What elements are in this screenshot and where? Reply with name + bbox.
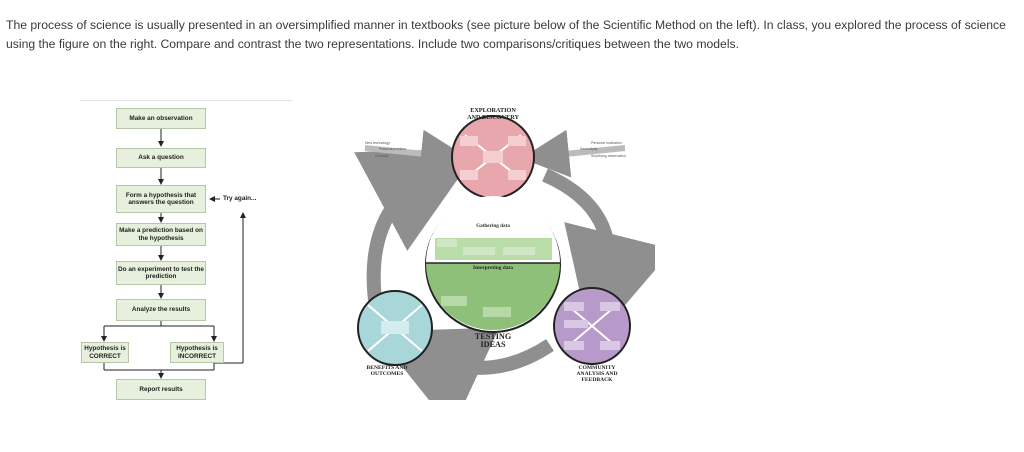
exploration-title-line1: EXPLORATION bbox=[470, 107, 516, 114]
step-report-results: Report results bbox=[116, 379, 206, 400]
exploration-discovery-label: EXPLORATION AND DISCOVERY bbox=[458, 107, 528, 121]
community-title-line1: COMMUNITY bbox=[578, 365, 616, 371]
try-again-label: Try again... bbox=[223, 195, 257, 202]
step-do-experiment: Do an experiment to test the prediction bbox=[116, 261, 206, 285]
interpreting-data-label: Interpreting data bbox=[473, 265, 513, 271]
benefits-title-line2: OUTCOMES bbox=[370, 370, 404, 377]
svg-text:New technology: New technology bbox=[365, 141, 390, 145]
community-title-line2: ANALYSIS AND bbox=[576, 370, 618, 377]
svg-text:Serendipity: Serendipity bbox=[580, 147, 598, 151]
science-process-cycle: New technology Practical problem Curiosi… bbox=[335, 100, 655, 400]
gathering-data-label: Gathering data bbox=[476, 223, 510, 229]
step-make-observation: Make an observation bbox=[116, 108, 206, 129]
step-make-prediction: Make a prediction based on the hypothesi… bbox=[116, 223, 206, 246]
outcome-hypothesis-incorrect: Hypothesis is INCORRECT bbox=[170, 342, 224, 363]
divider-line bbox=[80, 100, 292, 101]
step-ask-question: Ask a question bbox=[116, 148, 206, 168]
step-form-hypothesis: Form a hypothesis that answers the quest… bbox=[116, 185, 206, 213]
outcome-hypothesis-correct: Hypothesis is CORRECT bbox=[81, 342, 129, 363]
svg-text:Practical problem: Practical problem bbox=[379, 147, 406, 151]
svg-text:Surprising observation: Surprising observation bbox=[591, 154, 626, 158]
svg-text:Personal motivation: Personal motivation bbox=[591, 141, 622, 145]
svg-text:Curiosity: Curiosity bbox=[375, 154, 389, 158]
scientific-method-flowchart: Make an observation Ask a question Form … bbox=[80, 100, 292, 410]
testing-title-line1: TESTING bbox=[474, 332, 512, 341]
testing-ideas-label: TESTING IDEAS bbox=[458, 332, 528, 349]
benefits-title-line1: BENEFITS AND bbox=[366, 365, 408, 371]
step-analyze-results: Analyze the results bbox=[116, 299, 206, 321]
assignment-prompt: The process of science is usually presen… bbox=[6, 18, 1006, 51]
flowchart-arrows bbox=[101, 129, 246, 379]
exploration-title-line2: AND DISCOVERY bbox=[467, 113, 519, 121]
community-title-line3: FEEDBACK bbox=[581, 376, 613, 383]
community-analysis-label: COMMUNITY ANALYSIS AND FEEDBACK bbox=[567, 365, 627, 383]
cycle-artwork: New technology Practical problem Curiosi… bbox=[354, 115, 655, 400]
benefits-outcomes-label: BENEFITS AND OUTCOMES bbox=[355, 365, 419, 378]
testing-title-line2: IDEAS bbox=[480, 340, 506, 349]
